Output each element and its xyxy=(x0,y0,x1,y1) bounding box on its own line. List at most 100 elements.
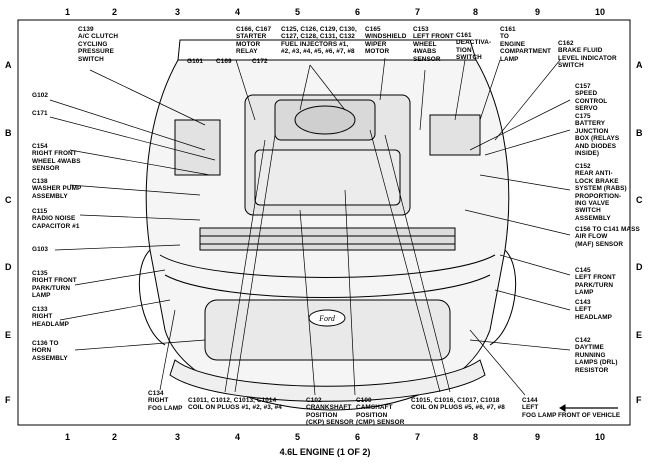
label-line: POSITION xyxy=(356,411,388,419)
grid-col-4: 4 xyxy=(235,432,241,442)
label-c125: C125, C126, C129, C130,C127, C128, C131,… xyxy=(281,26,357,56)
label-line: ASSEMBLY xyxy=(32,192,68,200)
label-g103: G103 xyxy=(32,246,48,253)
label-line: C161 xyxy=(456,32,472,39)
label-line: C166, C167 xyxy=(236,26,272,33)
grid-col-2: 2 xyxy=(112,7,118,17)
front-of-vehicle-label: FRONT OF VEHICLE xyxy=(558,412,621,419)
label-line: SYSTEM (RABS) xyxy=(575,185,627,193)
grid-col-9: 9 xyxy=(535,432,541,442)
label-line: LAMPS (DRL) xyxy=(575,359,618,367)
label-line: COMPARTMENT xyxy=(500,48,552,56)
grid-col-7: 7 xyxy=(415,7,421,17)
label-line: A/C CLUTCH xyxy=(78,33,119,41)
grid-col-2: 2 xyxy=(112,432,118,442)
label-line: G101 xyxy=(187,58,204,65)
label-line: STARTER xyxy=(236,33,267,41)
label-line: C145 xyxy=(575,267,591,274)
label-line: C1011, C1012, C1013, C1014 xyxy=(188,397,277,404)
grid-row-D: D xyxy=(5,262,12,272)
label-line: CAPACITOR #1 xyxy=(32,222,80,230)
label-line: WINDSHIELD xyxy=(365,33,407,41)
label-line: C125, C126, C129, C130, xyxy=(281,26,357,33)
label-line: BATTERY xyxy=(575,120,606,128)
label-line: C162 xyxy=(558,40,574,47)
label-line: LAMP xyxy=(575,289,594,297)
label-line: ASSEMBLY xyxy=(575,214,611,222)
label-line: C169 xyxy=(216,58,232,65)
label-line: C134 xyxy=(148,390,164,397)
label-line: CONTROL xyxy=(575,97,608,105)
label-line: SPEED xyxy=(575,90,598,98)
label-line: C138 xyxy=(32,178,48,185)
label-line: RIGHT xyxy=(32,313,53,321)
grid-row-A: A xyxy=(636,60,643,70)
label-line: LEFT xyxy=(575,306,592,314)
label-line: G103 xyxy=(32,246,49,253)
label-line: C1015, C1016, C1017, C1018 xyxy=(411,397,500,404)
label-c169: C169 xyxy=(216,58,232,65)
label-line: #2, #3, #4, #5, #6, #7, #8 xyxy=(281,48,355,56)
grid-col-7: 7 xyxy=(415,432,421,442)
grid-col-10: 10 xyxy=(595,432,606,442)
grid-col-10: 10 xyxy=(595,7,606,17)
label-line: AND DIODES xyxy=(575,142,617,150)
label-line: CRANKSHAFT xyxy=(306,404,352,412)
label-line: (CMP) SENSOR xyxy=(356,419,405,427)
label-line: RIGHT FRONT xyxy=(32,277,77,285)
label-line: PROPORTION- xyxy=(575,192,622,200)
grid-row-F: F xyxy=(5,395,11,405)
label-line: SWITCH xyxy=(575,207,601,215)
label-line: C165 xyxy=(365,26,381,33)
label-line: C143 xyxy=(575,299,591,306)
label-line: LAMP xyxy=(500,55,519,63)
label-line: PARK/TURN xyxy=(575,281,614,289)
label-line: COIL ON PLUGS #1, #2, #3, #4 xyxy=(188,404,282,412)
label-g102: G102 xyxy=(32,92,48,99)
grid-col-8: 8 xyxy=(473,7,479,17)
label-line: SWITCH xyxy=(78,55,104,63)
label-line: RUNNING xyxy=(575,351,606,359)
label-line: TION xyxy=(456,46,472,54)
grid-row-C: C xyxy=(5,195,12,205)
label-line: RIGHT FRONT xyxy=(32,150,77,158)
label-line: C142 xyxy=(575,337,591,344)
front-arrow xyxy=(559,404,618,412)
grid-row-F: F xyxy=(636,395,642,405)
label-line: C171 xyxy=(32,110,48,117)
grid-col-3: 3 xyxy=(175,432,181,442)
label-line: RIGHT xyxy=(148,397,169,405)
grille xyxy=(204,299,451,361)
grid-col-6: 6 xyxy=(355,432,361,442)
bumper xyxy=(169,359,486,402)
label-line: WHEEL 4WABS xyxy=(32,157,81,165)
label-line: LEVEL INDICATOR xyxy=(558,54,617,62)
grid-row-E: E xyxy=(5,330,12,340)
label-line: RESISTOR xyxy=(575,366,609,374)
label-line: LOCK BRAKE xyxy=(575,177,619,185)
label-line: BOX (RELAYS xyxy=(575,135,620,143)
label-line: C152 xyxy=(575,163,591,170)
label-line: C153 xyxy=(413,26,429,33)
label-line: INSIDE) xyxy=(575,150,600,158)
